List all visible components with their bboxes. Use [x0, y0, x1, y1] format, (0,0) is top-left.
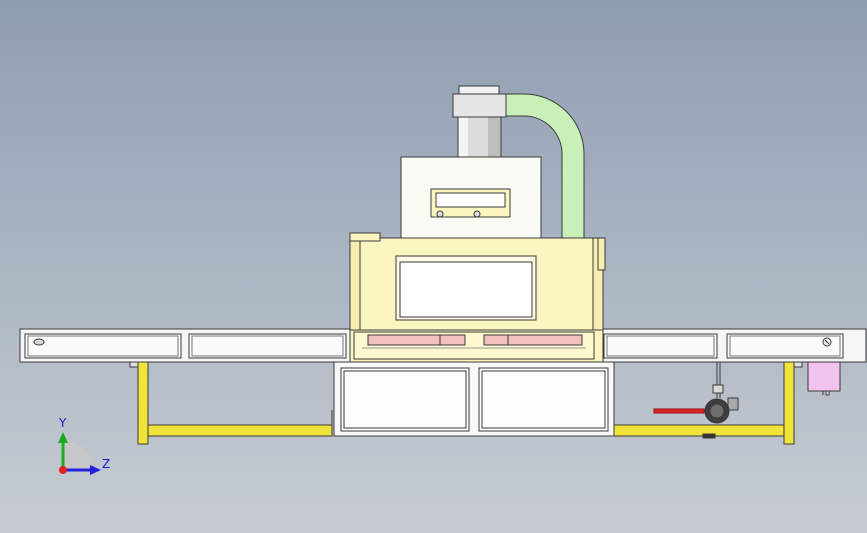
chamber-housing — [349, 232, 606, 363]
lamp-head — [400, 156, 542, 239]
left-leg — [137, 361, 149, 445]
uv-lamp-right — [483, 334, 583, 346]
left-rail — [147, 424, 333, 437]
control-box — [807, 361, 841, 396]
right-rail — [613, 424, 785, 437]
panel-4 — [726, 333, 844, 359]
exhaust-fan — [452, 85, 507, 158]
y-axis-label: Y — [58, 416, 67, 430]
panel-1 — [24, 333, 182, 359]
indicator-light — [33, 338, 45, 346]
uv-lamp-left — [367, 334, 466, 346]
panel-3 — [603, 333, 718, 359]
exhaust-duct — [505, 93, 585, 239]
right-leg — [783, 361, 795, 445]
cabinet-door-left — [340, 367, 470, 432]
panel-2 — [188, 333, 347, 359]
coordinate-triad-icon: Y Z — [58, 416, 110, 475]
z-axis-label: Z — [102, 457, 110, 471]
cabinet-door-right — [478, 367, 609, 432]
lower-cabinet — [333, 361, 615, 437]
drive-motor-icon — [653, 362, 739, 439]
